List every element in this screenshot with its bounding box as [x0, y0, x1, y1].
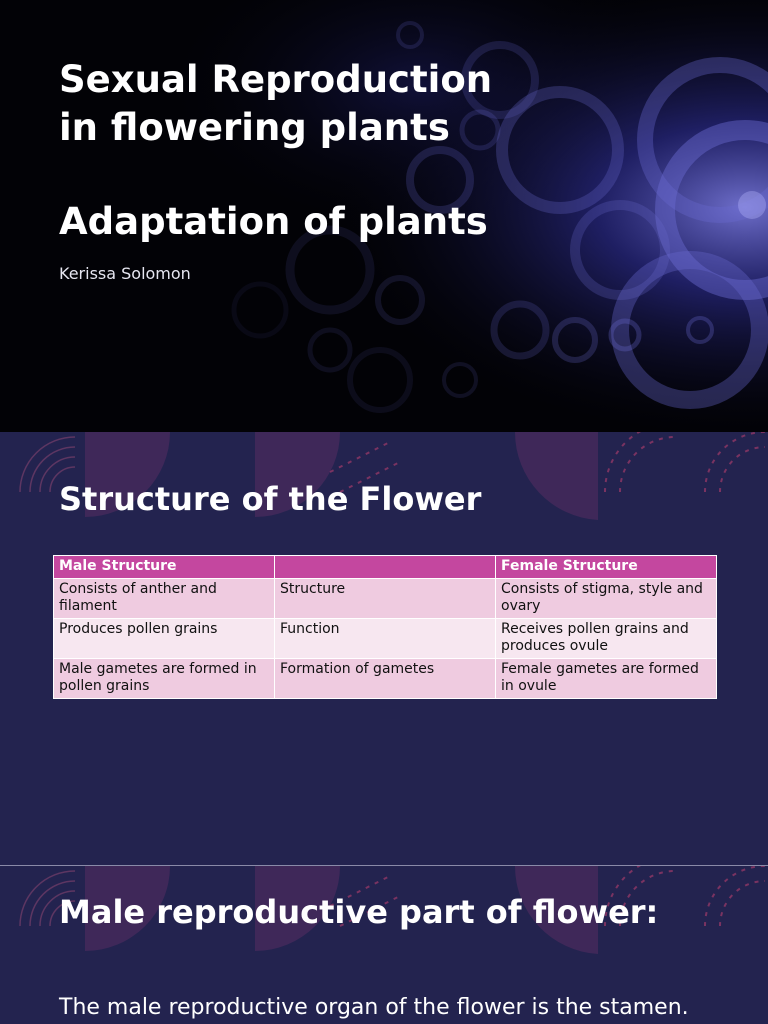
- title-line-2: in flowering plants: [59, 106, 450, 149]
- presentation-title: Sexual Reproduction in flowering plants: [59, 56, 492, 152]
- table-cell: Consists of anther and filament: [53, 578, 275, 619]
- male-part-slide: Male reproductive part of flower: The ma…: [0, 866, 768, 1024]
- slide-heading: Structure of the Flower: [59, 480, 482, 518]
- table-cell: Formation of gametes: [274, 658, 496, 699]
- table-cell: Consists of stigma, style and ovary: [495, 578, 717, 619]
- structure-slide: Structure of the Flower Male Structure F…: [0, 432, 768, 865]
- title-line-1: Sexual Reproduction: [59, 58, 493, 101]
- table-cell: Function: [274, 618, 496, 659]
- table-cell: Produces pollen grains: [53, 618, 275, 659]
- column-header-male: Male Structure: [53, 555, 275, 579]
- column-header-attribute: [274, 555, 496, 579]
- table-row: Male gametes are formed in pollen grains…: [53, 658, 717, 699]
- table-cell: Receives pollen grains and produces ovul…: [495, 618, 717, 659]
- body-text: The male reproductive organ of the flowe…: [59, 995, 689, 1020]
- slide-divider: [0, 865, 768, 866]
- flower-structure-table: Male Structure Female Structure Consists…: [53, 555, 717, 699]
- presentation-subtitle: Adaptation of plants: [59, 200, 488, 243]
- column-header-female: Female Structure: [495, 555, 717, 579]
- table-row: Produces pollen grains Function Receives…: [53, 618, 717, 659]
- decorative-arcs: [19, 432, 766, 520]
- table-cell: Female gametes are formed in ovule: [495, 658, 717, 699]
- table-cell: Structure: [274, 578, 496, 619]
- table-header-row: Male Structure Female Structure: [53, 555, 717, 579]
- author-name: Kerissa Solomon: [59, 264, 191, 283]
- table-cell: Male gametes are formed in pollen grains: [53, 658, 275, 699]
- slide-heading: Male reproductive part of flower:: [59, 893, 659, 931]
- decorative-arcs: [19, 866, 766, 954]
- title-slide: Sexual Reproduction in flowering plants …: [0, 0, 768, 432]
- table-row: Consists of anther and filament Structur…: [53, 578, 717, 619]
- bokeh-rings-background: [0, 0, 768, 432]
